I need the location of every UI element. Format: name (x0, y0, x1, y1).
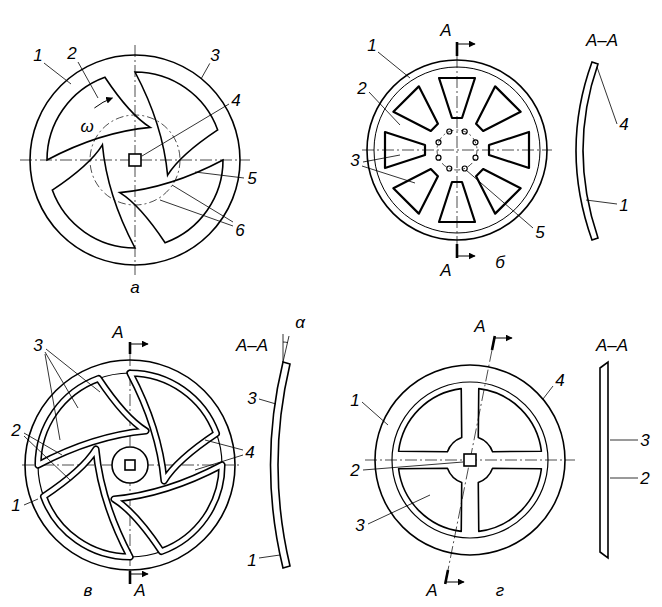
disc-a (20, 45, 250, 275)
callout-number: 4 (554, 372, 565, 389)
callout-number: 1 (618, 197, 629, 214)
disc-b (362, 42, 617, 258)
section-mark: А (439, 22, 452, 39)
angle-symbol: α (294, 314, 306, 331)
section-title: А–А (585, 32, 619, 49)
callout-number: 4 (618, 116, 629, 133)
callout-number: 2 (10, 422, 21, 439)
callout-number: 5 (246, 170, 257, 187)
callout-number: 1 (246, 552, 257, 569)
callout-number: 2 (356, 80, 367, 97)
section-mark: А (439, 262, 452, 279)
callout-number: 1 (366, 37, 377, 54)
callout-number: 3 (349, 152, 360, 169)
callout-number: 4 (230, 92, 241, 109)
section-title: А–А (235, 337, 269, 354)
disc-v (22, 334, 290, 584)
view-letter: а (129, 279, 140, 296)
section-mark: А (473, 318, 486, 335)
disc-g (362, 336, 638, 584)
view-letter: г (495, 582, 505, 599)
callout-number: 3 (354, 517, 365, 534)
callout-number: 2 (349, 462, 360, 479)
view-letter: в (83, 582, 94, 599)
section-mark: А (111, 324, 124, 341)
callout-number: 1 (10, 497, 21, 514)
callout-number: 2 (66, 45, 77, 62)
callout-number: 3 (639, 432, 650, 449)
callout-number: 2 (639, 470, 650, 487)
callout-number: 1 (349, 392, 360, 409)
callout-number: 5 (534, 224, 545, 241)
section-mark: А (133, 582, 146, 599)
callout-number: 1 (32, 47, 43, 64)
section-mark: А (425, 582, 438, 599)
rotation-symbol: ω (79, 118, 94, 135)
callout-number: 4 (244, 444, 255, 461)
callout-number: 3 (246, 390, 257, 407)
callout-number: 3 (32, 337, 43, 354)
section-title: А–А (595, 337, 629, 354)
callout-number: 3 (209, 47, 220, 64)
callout-number: 6 (234, 222, 245, 239)
view-letter: б (494, 254, 506, 271)
